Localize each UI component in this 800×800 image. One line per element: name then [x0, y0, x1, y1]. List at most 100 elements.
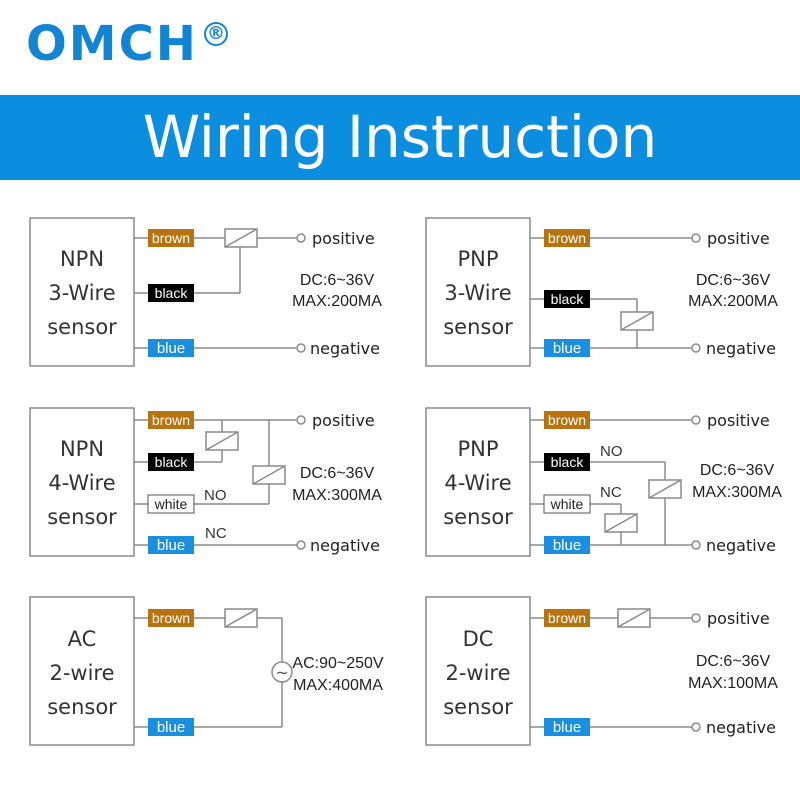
terminal-icon	[691, 613, 701, 623]
spec-current: MAX:400MA	[293, 677, 383, 694]
wire-tag-bg	[148, 609, 194, 627]
wire-tag-blue: blue	[157, 537, 185, 554]
sensor-box	[425, 596, 531, 746]
npn-4-wire-diagram	[29, 407, 306, 557]
sensor-label: PNP	[457, 247, 498, 271]
spec-current: MAX:200MA	[292, 293, 382, 310]
wire-tag-bg	[544, 536, 590, 554]
wire-tag-bg	[148, 284, 194, 302]
logo-text: OMCH	[26, 16, 198, 72]
group	[29, 217, 701, 746]
sensor-label: 2-wire	[49, 661, 114, 685]
terminal-label-positive: positive	[312, 411, 375, 430]
sensor-box	[29, 217, 135, 367]
group: DC:6~36V MAX:200MA DC:6~36V MAX:200MA DC…	[292, 272, 782, 694]
npn-3-wire-diagram	[29, 217, 306, 367]
terminal-label-positive: positive	[707, 609, 770, 628]
terminal-icon	[691, 343, 701, 353]
wire-line	[620, 311, 654, 331]
sensor-label: AC	[68, 627, 97, 651]
terminal-label-negative: negative	[310, 339, 380, 358]
group: positive negative positive negative posi…	[310, 229, 776, 737]
sensor-label: 4-Wire	[444, 471, 511, 495]
wire-tag-bg	[544, 290, 590, 308]
terminal-label-negative: negative	[706, 718, 776, 737]
sensor-label: NPN	[60, 247, 104, 271]
wire-tag-white: white	[550, 496, 584, 512]
wire-tag-blue: blue	[157, 719, 185, 736]
sensor-label: NPN	[60, 437, 104, 461]
wire-tag-blue: blue	[553, 340, 581, 357]
terminal-label-negative: negative	[310, 536, 380, 555]
sensor-label: sensor	[47, 695, 117, 719]
sensor-label: sensor	[443, 695, 513, 719]
spec-current: MAX:100MA	[688, 675, 778, 692]
wire-tag-brown: brown	[152, 610, 190, 626]
wire-tag-brown: brown	[548, 230, 586, 246]
sensor-label: DC	[463, 627, 494, 651]
terminal-icon	[296, 233, 306, 243]
pnp-3-wire-diagram	[425, 217, 701, 367]
wire-tag-bg	[544, 718, 590, 736]
pnp-4-wire-diagram	[425, 407, 701, 557]
dc-2-wire-diagram	[425, 596, 701, 746]
label-nc: NC	[600, 484, 622, 501]
wire-tag-bg	[148, 536, 194, 554]
terminal-icon	[691, 415, 701, 425]
wire-line	[252, 465, 286, 485]
wire-tag-brown: brown	[548, 610, 586, 626]
wire-tag-brown: brown	[548, 412, 586, 428]
wire-tag-bg	[148, 229, 194, 247]
wire-tag-blue: blue	[553, 537, 581, 554]
sensor-box	[425, 407, 531, 557]
spec-voltage: DC:6~36V	[300, 465, 375, 482]
sensor-box	[425, 217, 531, 367]
terminal-label-positive: positive	[312, 229, 375, 248]
sensor-label: sensor	[47, 505, 117, 529]
sensor-label: 4-Wire	[48, 471, 115, 495]
wire-tag-black: black	[551, 454, 585, 470]
terminal-icon	[691, 722, 701, 732]
terminal-icon	[691, 233, 701, 243]
wire-tag-black: black	[155, 285, 189, 301]
title-banner: Wiring Instruction	[0, 95, 800, 180]
spec-voltage: DC:6~36V	[696, 653, 771, 670]
group: NO NC NO NC	[204, 443, 623, 542]
sensor-label: sensor	[47, 315, 117, 339]
wire-line	[205, 431, 239, 451]
spec-voltage: DC:6~36V	[300, 272, 375, 289]
terminal-label-positive: positive	[707, 229, 770, 248]
wire-line	[648, 479, 682, 499]
sensor-label: 3-Wire	[48, 281, 115, 305]
sensor-label: 3-Wire	[444, 281, 511, 305]
spec-current: MAX:200MA	[688, 293, 778, 310]
wire-tag-brown: brown	[152, 230, 190, 246]
wire-tag-bg	[148, 339, 194, 357]
terminal-icon	[296, 540, 306, 550]
wire-tag-bg	[544, 453, 590, 471]
wire-tag-bg	[147, 494, 195, 514]
wire-tag-black: black	[155, 454, 189, 470]
wire-tag-bg	[544, 229, 590, 247]
group: NPN 3-Wire sensor PNP 3-Wire sensor NPN …	[47, 247, 513, 719]
label-nc: NC	[205, 525, 227, 542]
wire-tag-brown: brown	[152, 412, 190, 428]
banner-title: Wiring Instruction	[142, 103, 658, 171]
sensor-label: sensor	[443, 315, 513, 339]
wire-line	[604, 513, 638, 533]
terminal-label-negative: negative	[706, 536, 776, 555]
wire-tag-bg	[544, 411, 590, 429]
wire-tag-bg	[544, 339, 590, 357]
wire-tag-black: black	[551, 291, 585, 307]
wire-tag-bg	[148, 718, 194, 736]
sensor-box	[29, 407, 135, 557]
registered-mark-icon: ®	[203, 22, 228, 46]
sensor-label: 2-wire	[445, 661, 510, 685]
wire-line	[617, 608, 651, 628]
spec-voltage: DC:6~36V	[700, 462, 775, 479]
spec-current: MAX:300MA	[292, 487, 382, 504]
label-no: NO	[600, 443, 623, 460]
wire-tag-white: white	[154, 496, 188, 512]
wire-tag-blue: blue	[157, 340, 185, 357]
